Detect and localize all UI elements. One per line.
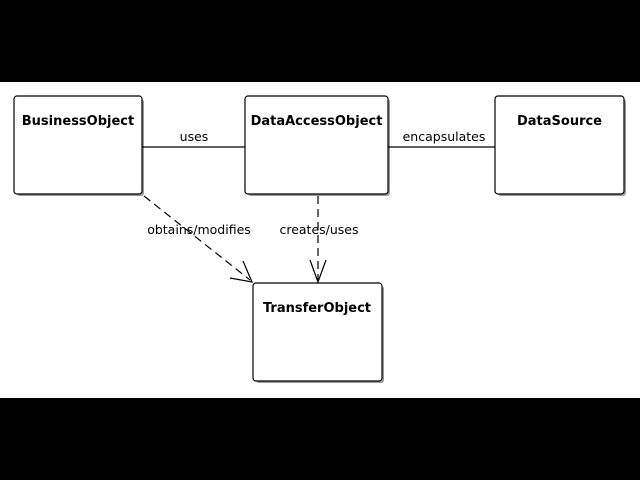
class-data-source[interactable]: DataSource: [494, 95, 625, 195]
class-business-object[interactable]: BusinessObject: [13, 95, 143, 195]
data-access-object-label: DataAccessObject: [251, 114, 383, 129]
transfer-object-label: TransferObject: [263, 301, 371, 316]
uses-label: uses: [180, 129, 209, 144]
creates-uses-label: creates/uses: [279, 222, 358, 237]
class-data-access-object[interactable]: DataAccessObject: [244, 95, 389, 195]
business-object-label: BusinessObject: [22, 114, 134, 129]
data-source-label: DataSource: [517, 114, 602, 129]
business-object-box: [13, 95, 143, 195]
obtains-modifies-label: obtains/modifies: [147, 222, 251, 237]
class-transfer-object[interactable]: TransferObject: [252, 282, 383, 382]
obtains-modifies-dependency-line: [143, 195, 251, 281]
data-access-object-box: [244, 95, 389, 195]
diagram-canvas: BusinessObject DataAccessObject DataSour…: [0, 82, 640, 398]
class-diagram: BusinessObject DataAccessObject DataSour…: [13, 95, 626, 383]
creates-uses-arrowhead: [309, 259, 327, 284]
encapsulates-label: encapsulates: [403, 129, 486, 144]
transfer-object-box: [252, 282, 383, 382]
data-source-box: [494, 95, 625, 195]
obtains-modifies-arrowhead: [229, 260, 253, 283]
